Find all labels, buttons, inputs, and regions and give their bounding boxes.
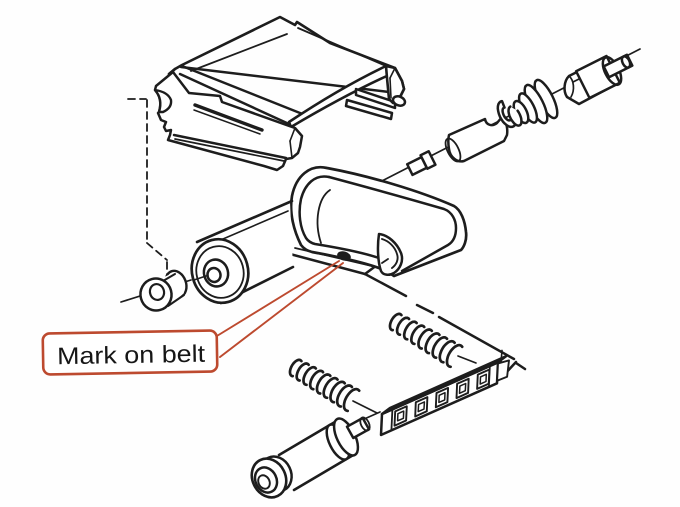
svg-text:Mark on belt: Mark on belt xyxy=(57,341,206,371)
